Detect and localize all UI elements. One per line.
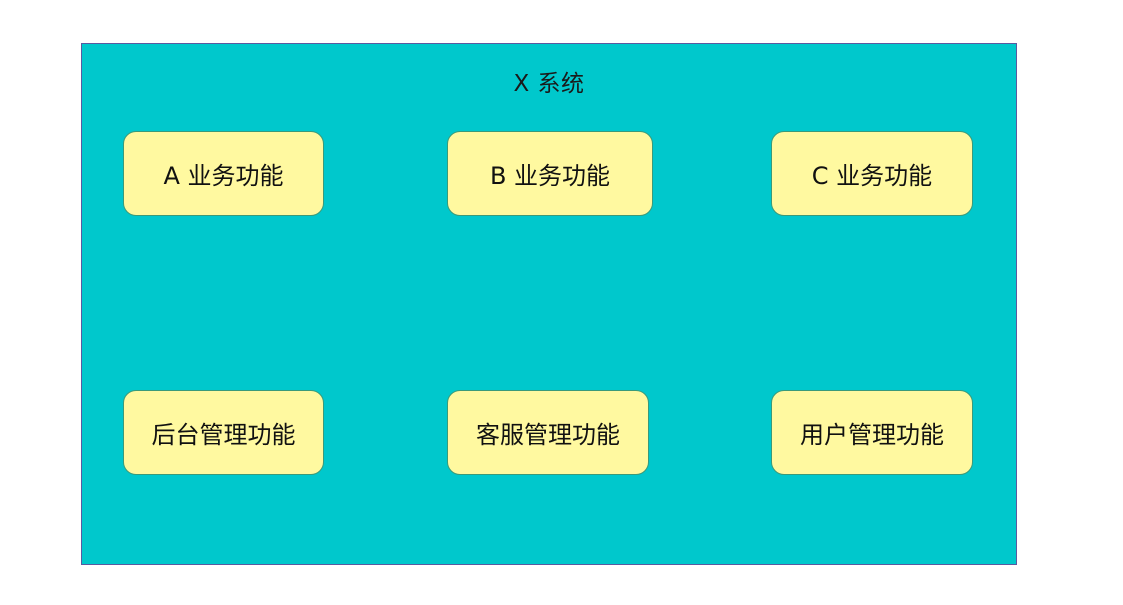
module-customer-service-management[interactable]: 客服管理功能 [447,390,649,475]
module-user-management[interactable]: 用户管理功能 [771,390,973,475]
module-a-business[interactable]: A 业务功能 [123,131,324,216]
module-b-business[interactable]: B 业务功能 [447,131,653,216]
module-label: B 业务功能 [489,162,611,190]
module-label: C 业务功能 [811,162,933,190]
module-label: 用户管理功能 [800,421,944,449]
module-label: 后台管理功能 [151,421,296,449]
x-system-container: X 系统 [81,43,1017,565]
module-backend-management[interactable]: 后台管理功能 [123,390,324,475]
module-label: 客服管理功能 [476,421,620,449]
module-label: A 业务功能 [163,162,284,190]
module-c-business[interactable]: C 业务功能 [771,131,973,216]
system-title: X 系统 [513,71,585,97]
